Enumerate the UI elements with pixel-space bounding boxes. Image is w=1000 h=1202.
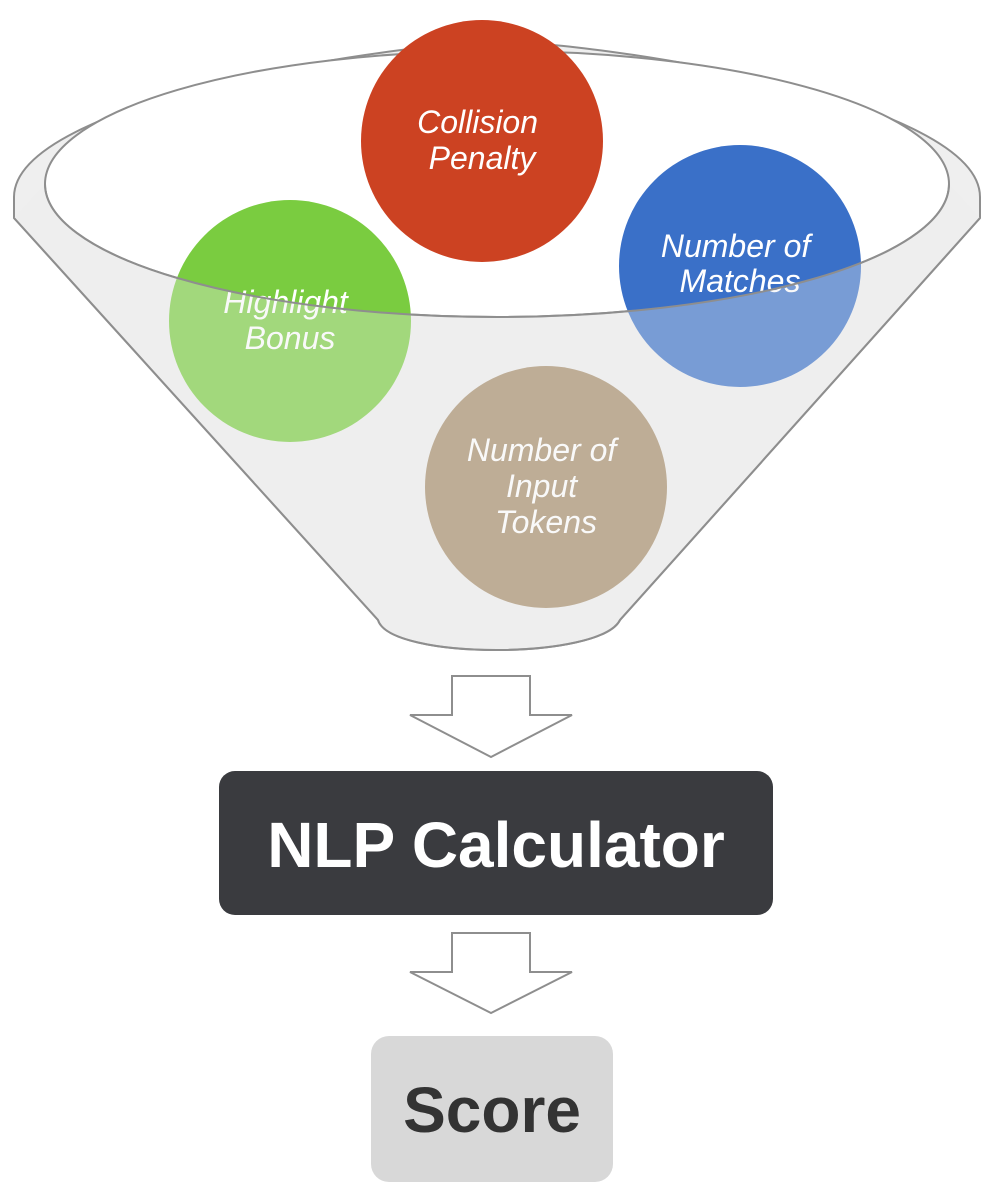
collision-penalty-line-2: Penalty xyxy=(429,140,538,176)
collision-penalty-label: Collision Penalty xyxy=(417,104,547,176)
number-of-input-tokens-node: Number of Input Tokens xyxy=(425,366,667,608)
number-of-matches-circle xyxy=(619,145,861,387)
score-box: Score xyxy=(371,1036,613,1182)
number-of-matches-label: Number of Matches xyxy=(661,228,819,299)
number-of-input-tokens-line-3: Tokens xyxy=(495,504,597,540)
number-of-matches-line-2: Matches xyxy=(680,263,801,299)
number-of-input-tokens-line-2: Input xyxy=(506,468,578,504)
collision-penalty-node: Collision Penalty xyxy=(361,20,603,262)
highlight-bonus-circle xyxy=(169,200,411,442)
number-of-input-tokens-label: Number of Input Tokens xyxy=(467,432,625,540)
score-rect xyxy=(371,1036,613,1182)
funnel-front-wall xyxy=(14,184,980,650)
nlp-calculator-rect xyxy=(219,771,773,915)
funnel-rim-front-edge xyxy=(44,183,950,318)
number-of-matches-node: Number of Matches xyxy=(619,145,861,387)
score-label: Score xyxy=(403,1074,581,1146)
arrow-down-icon xyxy=(409,932,573,1015)
arrow-down-icon xyxy=(409,675,573,759)
nlp-calculator-box: NLP Calculator xyxy=(219,771,773,915)
highlight-bonus-line-2: Bonus xyxy=(245,320,336,356)
nlp-calculator-label: NLP Calculator xyxy=(267,809,725,881)
collision-penalty-line-1: Collision xyxy=(417,104,538,140)
number-of-matches-line-1: Number of xyxy=(661,228,814,264)
collision-penalty-circle xyxy=(361,20,603,262)
number-of-input-tokens-circle xyxy=(425,366,667,608)
funnel-outline xyxy=(13,217,981,651)
number-of-input-tokens-line-1: Number of xyxy=(467,432,620,468)
